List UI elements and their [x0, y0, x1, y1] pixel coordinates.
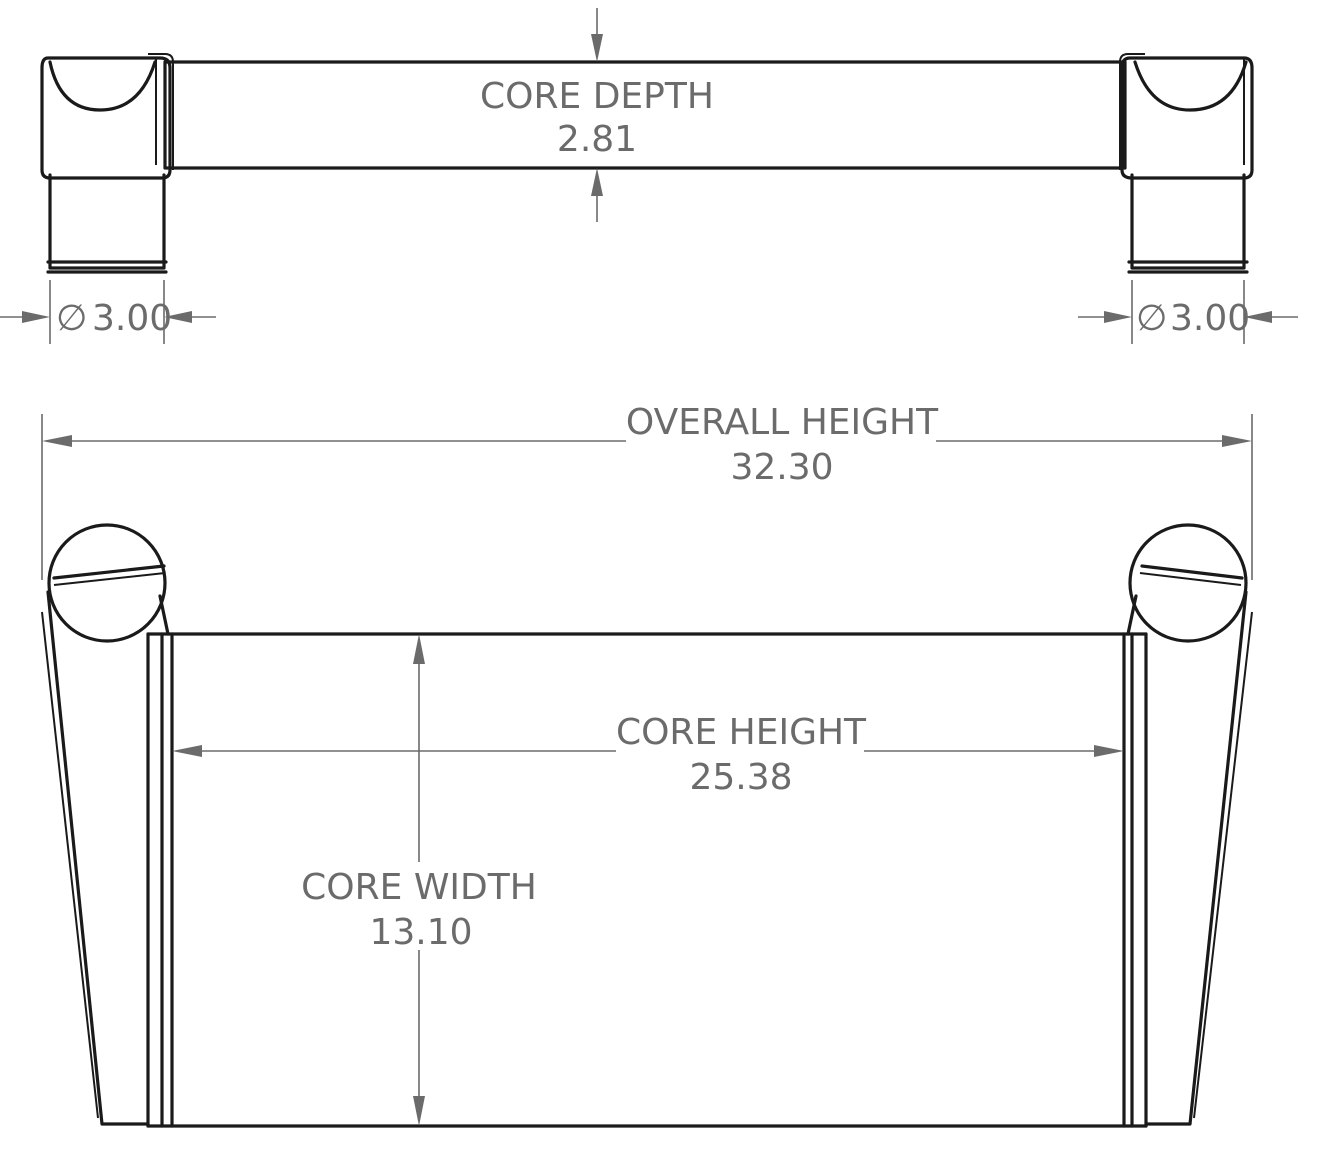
core-height-value: 25.38 [689, 757, 792, 798]
right-diameter-symbol: ∅ [1136, 298, 1167, 339]
top-view-right-tank [1119, 53, 1254, 274]
overall-height-label: OVERALL HEIGHT [626, 402, 939, 443]
top-view-core [163, 60, 1127, 170]
core-height-dimension: CORE HEIGHT 25.38 [172, 712, 1124, 798]
front-view: OVERALL HEIGHT 32.30 [41, 402, 1253, 1128]
front-view-right-tank [1122, 523, 1253, 1128]
core-height-label: CORE HEIGHT [616, 712, 867, 753]
core-width-dimension: CORE WIDTH 13.10 [301, 634, 537, 1126]
core-depth-label: CORE DEPTH [480, 76, 714, 117]
overall-height-dimension: OVERALL HEIGHT 32.30 [41, 402, 1253, 580]
top-view-left-tank [40, 53, 174, 274]
right-diameter-value: 3.00 [1170, 298, 1250, 339]
top-view: CORE DEPTH 2.81 ∅ 3.00 ∅ 3.00 [0, 8, 1298, 344]
right-inlet-diameter-dimension: ∅ 3.00 [1078, 280, 1298, 344]
front-view-core [170, 632, 1126, 1128]
core-width-label: CORE WIDTH [301, 867, 537, 908]
overall-height-value: 32.30 [730, 447, 833, 488]
left-diameter-value: 3.00 [92, 298, 172, 339]
core-depth-dimension: CORE DEPTH 2.81 [480, 8, 714, 222]
left-inlet-diameter-dimension: ∅ 3.00 [0, 280, 216, 344]
left-diameter-symbol: ∅ [56, 298, 87, 339]
core-depth-value: 2.81 [557, 119, 637, 160]
core-width-value: 13.10 [369, 912, 472, 953]
front-view-left-tank [41, 523, 174, 1128]
